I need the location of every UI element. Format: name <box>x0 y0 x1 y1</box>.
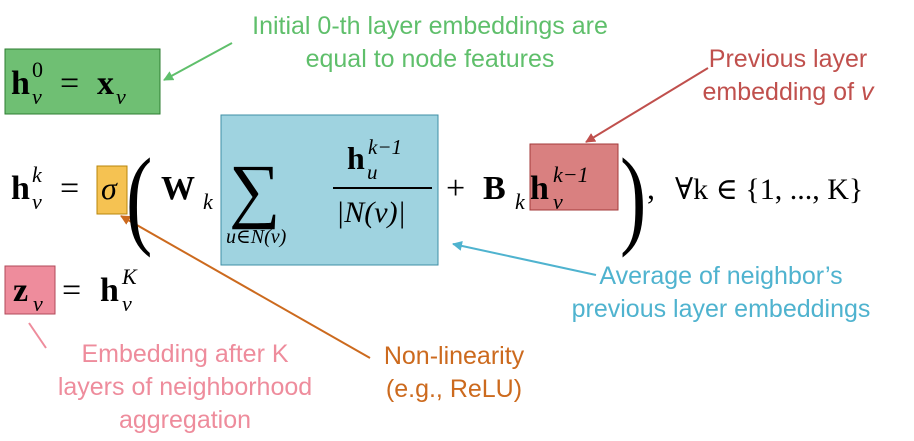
weight-w-sub: k <box>203 189 214 214</box>
emb-annotation: Embedding after K layers of neighborhood… <box>20 338 350 437</box>
nonlin-annotation-line2: (e.g., ReLU) <box>385 375 523 403</box>
aggregate-box <box>220 114 439 266</box>
init-annotation: Initial 0-th layer embeddings are equal … <box>180 10 680 76</box>
paren-right: ) <box>620 136 646 258</box>
out-h-sup: K <box>121 264 138 289</box>
comma: , <box>647 170 655 206</box>
init-annotation-line1: Initial 0-th layer embeddings are <box>252 12 608 40</box>
init-sub: v <box>32 84 42 109</box>
frac-num-sub: u <box>367 160 378 184</box>
avg-annotation-line2: previous layer embeddings <box>571 295 871 323</box>
plus: + <box>446 170 465 207</box>
init-x: x <box>97 65 114 102</box>
avg-annotation: Average of neighbor’s previous layer emb… <box>532 260 910 326</box>
main-h-sup: k <box>32 162 43 187</box>
nonlin-annotation-line1: Non-linearity <box>383 342 525 370</box>
init-annotation-line2: equal to node features <box>305 45 555 73</box>
sum-sub: u∈N(v) <box>226 226 287 248</box>
sigma: σ <box>101 170 118 206</box>
prev-annotation-line2-text: embedding of <box>702 78 861 106</box>
init-box <box>4 48 161 115</box>
main-h-sub: v <box>32 189 42 214</box>
main-h: h <box>11 170 30 207</box>
avg-annotation-line1: Average of neighbor’s <box>599 262 843 290</box>
prev-h-sub: v <box>553 189 563 214</box>
out-z-sub: v <box>33 291 43 316</box>
output-box <box>4 265 56 315</box>
out-h-sub: v <box>122 291 132 316</box>
sigma-box <box>96 165 128 215</box>
paren-left: ( <box>126 136 152 258</box>
frac-num-h: h <box>347 140 365 176</box>
init-sup: 0 <box>32 57 43 82</box>
prev-annotation-var: v <box>860 78 874 106</box>
out-eq: = <box>62 272 81 309</box>
prev-annotation: Previous layer embedding of v <box>672 43 904 109</box>
nonlin-arrow <box>120 215 371 359</box>
frac-den: |N(v)| <box>336 196 406 229</box>
main-eq: = <box>60 170 79 207</box>
init-x-sub: v <box>116 84 126 109</box>
prev-annotation-line2: embedding of v <box>672 76 904 109</box>
emb-annotation-line1: Embedding after K <box>81 340 289 368</box>
weight-w: W <box>161 170 195 207</box>
init-h: h <box>11 65 30 102</box>
forall-clause: ∀k ∈ {1, ..., K} <box>675 173 863 206</box>
out-h: h <box>100 272 119 309</box>
emb-annotation-line2: layers of neighborhood <box>57 373 313 401</box>
bias-b: B <box>483 170 506 207</box>
out-z: z <box>13 272 28 309</box>
sum-symbol: ∑ <box>229 150 280 230</box>
init-arrow <box>163 42 233 81</box>
prev-h-sup: k−1 <box>553 162 589 187</box>
init-eq: = <box>60 65 79 102</box>
prev-arrow <box>585 67 709 143</box>
prev-h: h <box>530 170 549 207</box>
prev-embedding-box <box>529 143 619 211</box>
prev-annotation-line1: Previous layer <box>708 45 868 73</box>
avg-arrow <box>452 241 597 276</box>
emb-arrow <box>28 322 47 349</box>
bias-b-sub: k <box>515 189 526 214</box>
frac-num-sup: k−1 <box>368 135 402 159</box>
emb-annotation-line3: aggregation <box>118 406 252 434</box>
nonlin-annotation: Non-linearity (e.g., ReLU) <box>345 340 563 406</box>
